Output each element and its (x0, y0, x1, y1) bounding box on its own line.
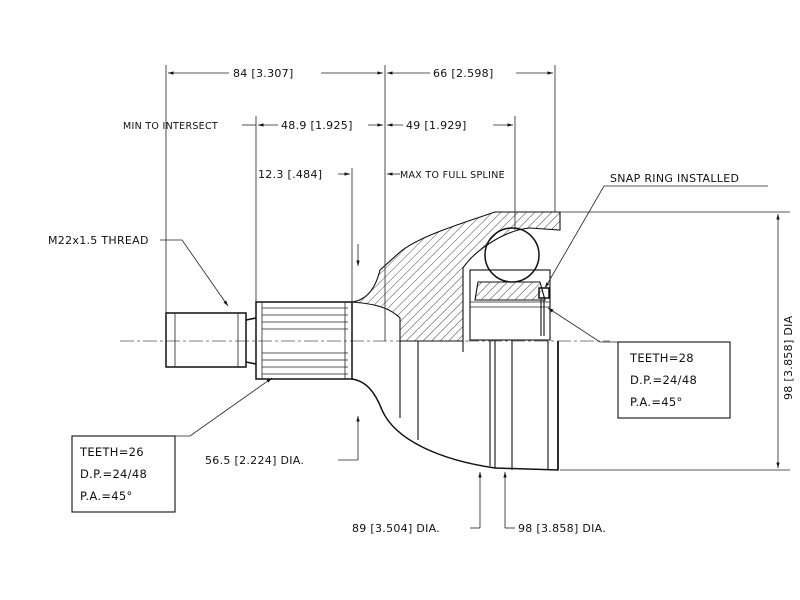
spline-teeth-lines (261, 302, 348, 379)
snap-ring-label: SNAP RING INSTALLED (610, 172, 739, 185)
spec-right-pa: P.A.=45° (630, 395, 683, 409)
dim-dia-98-right: 98 [3.858] DIA (782, 315, 795, 400)
housing-outline-lower (351, 341, 559, 471)
dim-top-left: 84 [3.307] (233, 67, 294, 80)
spec-right-dp: D.P.=24/48 (630, 373, 697, 387)
spec-left-pa: P.A.=45° (80, 489, 133, 503)
dim-spline: 12.3 [.484] (258, 168, 322, 181)
dim-dia-98-bottom: 98 [3.858] DIA. (518, 522, 606, 535)
snap-ring (538, 287, 550, 299)
min-intersect-label: MIN TO INTERSECT (123, 121, 218, 132)
dim-second-right: 49 [1.929] (406, 119, 467, 132)
ball (484, 227, 540, 283)
spec-left-teeth: TEETH=26 (79, 445, 144, 459)
dim-dia-89: 89 [3.504] DIA. (352, 522, 440, 535)
spec-box-right: TEETH=28 D.P.=24/48 P.A.=45° (617, 341, 731, 419)
spline-label: MAX TO FULL SPLINE (400, 170, 505, 181)
cage-section (474, 281, 546, 301)
housing-section-upper (351, 211, 561, 342)
dim-top-right: 66 [2.598] (433, 67, 494, 80)
labels: M22x1.5 THREAD SNAP RING INSTALLED (48, 172, 739, 247)
part-outline (120, 211, 610, 471)
inner-race (469, 269, 551, 341)
spec-box-left: TEETH=26 D.P.=24/48 P.A.=45° (71, 435, 176, 513)
spec-left-dp: D.P.=24/48 (80, 467, 147, 481)
splined-shaft (255, 301, 353, 380)
thread-label: M22x1.5 THREAD (48, 234, 149, 247)
dim-dia-56: 56.5 [2.224] DIA. (205, 454, 304, 467)
threaded-stub (165, 312, 247, 368)
dim-min-intersect: 48.9 [1.925] (281, 119, 353, 132)
spec-right-teeth: TEETH=28 (629, 351, 694, 365)
dimension-text: 84 [3.307] 66 [2.598] MIN TO INTERSECT 4… (123, 64, 795, 535)
